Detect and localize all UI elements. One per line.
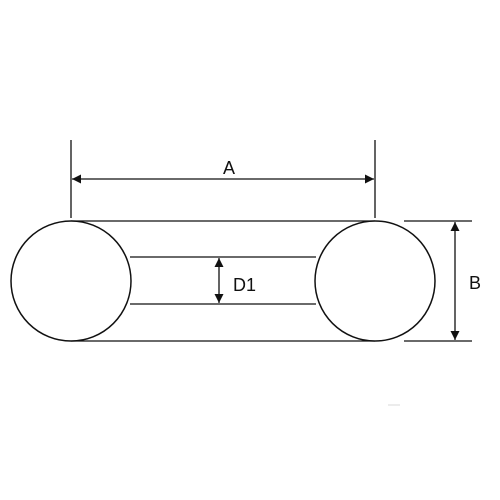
dim-d1-label: D1: [233, 275, 256, 295]
dim-a-label: A: [223, 158, 235, 178]
dim-b-label: B: [469, 273, 481, 293]
cross-section-right: [314, 220, 436, 342]
cross-section-left: [10, 220, 132, 342]
